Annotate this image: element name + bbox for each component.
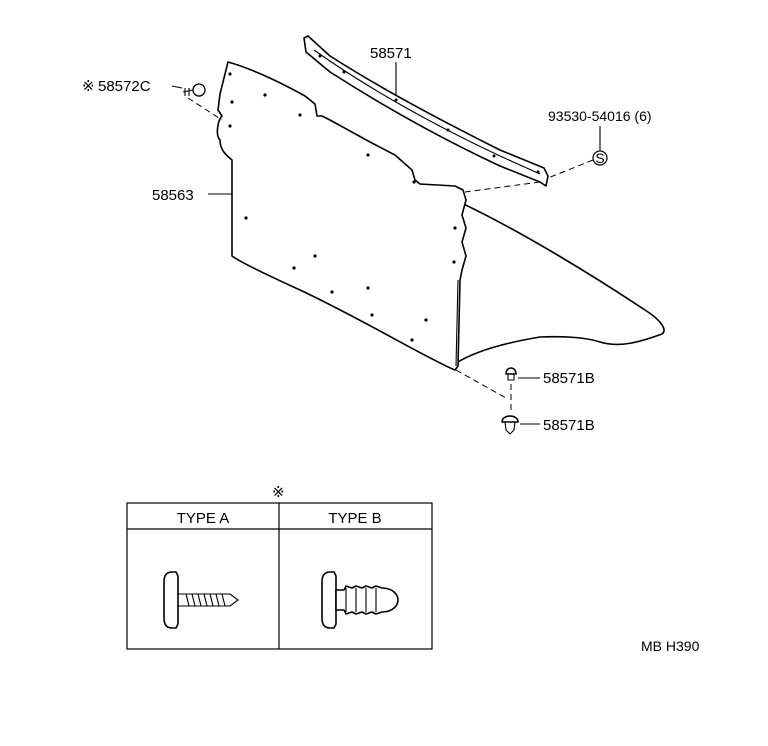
type-b-header: TYPE B [328,510,381,527]
label-93530-54016: 93530-54016 (6) [548,108,652,124]
retainer-58571-inner-edge [313,49,541,175]
label-58572c: 58572C [98,78,151,95]
type-a-header: TYPE A [177,510,230,527]
label-58572c-marker: ※ [82,78,95,95]
leader-58572c [171,85,183,89]
screw-symbol-letter: S [595,150,604,166]
clip-58571b-upper-icon [505,367,517,381]
clip-58571b-lower-icon [501,415,519,435]
screw-93530-symbol: S [592,150,608,166]
panel-holes [228,72,457,342]
clip-58572c-dash-line [187,97,223,121]
panel-58563 [216,61,467,371]
retainer-58571 [303,35,549,187]
type-table-marker: ※ [272,484,285,501]
retainer-holes [318,54,540,174]
label-58571b-lower: 58571B [543,417,595,434]
type-table: ※ TYPE A TYPE B [126,484,433,650]
clip-58571b-dash-line [455,369,512,414]
screw-dash-line [464,159,594,193]
label-58571: 58571 [370,45,412,62]
figure-code: MB H390 [641,638,700,654]
label-58571b-upper: 58571B [543,370,595,387]
panel-fold-line [455,279,459,367]
label-58563: 58563 [152,187,194,204]
clip-58572c-icon [182,83,206,97]
type-b-clip-icon [321,571,399,629]
type-a-clip-icon [163,571,239,629]
floor-carpet [454,199,665,363]
